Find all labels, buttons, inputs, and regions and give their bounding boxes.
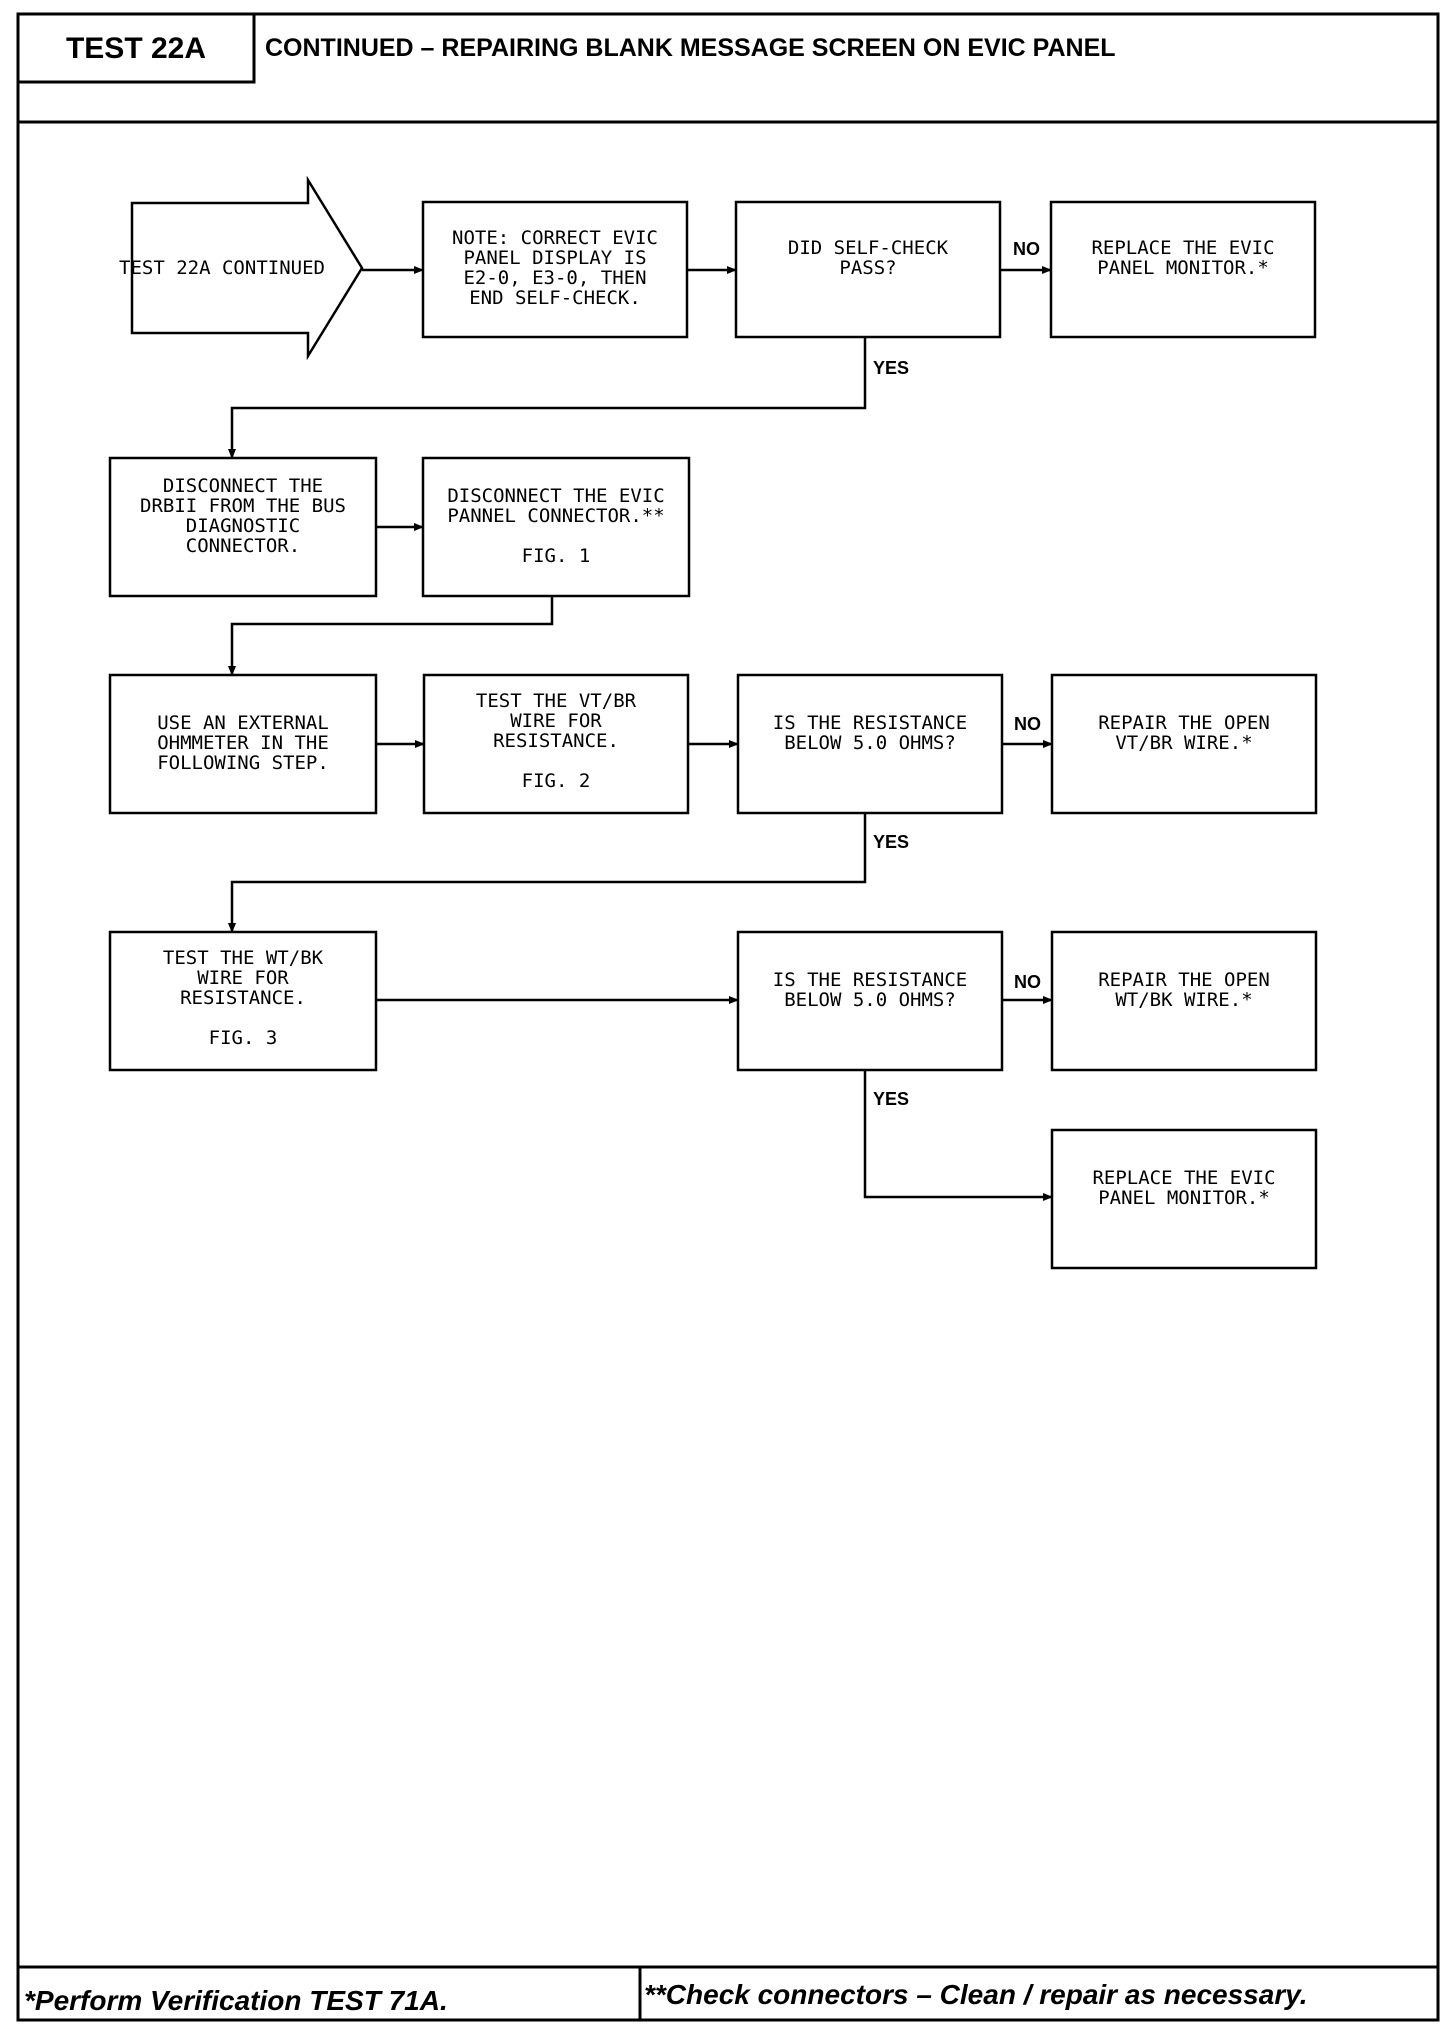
resistance-check-box-2 (736, 930, 1004, 1072)
disconnect-drb-text-line: CONNECTOR. (186, 535, 300, 557)
replace2-text-line: PANEL MONITOR.* (1098, 1187, 1270, 1209)
res-check2-text-line: IS THE RESISTANCE (773, 969, 967, 991)
footer-left-note: *Perform Verification TEST 71A. (24, 1985, 448, 2016)
selfcheck-text-line: PASS? (839, 257, 896, 279)
footer-right-note: **Check connectors – Clean / repair as n… (644, 1979, 1308, 2010)
test-wtbk-text-line: WIRE FOR (197, 967, 289, 989)
res-check1-text-line: IS THE RESISTANCE (773, 712, 967, 734)
connector-check1-yes (228, 813, 867, 933)
replace-monitor-box-2 (1050, 1128, 1318, 1270)
test-wtbk-text-line: FIG. 3 (209, 1027, 278, 1049)
test-wtbk-text-line: TEST THE WT/BK (163, 947, 324, 969)
test-vtbr-text-line: RESISTANCE. (493, 730, 619, 752)
repair-vtbr-box (1050, 673, 1318, 815)
repair-wtbk-text-line: REPAIR THE OPEN (1098, 969, 1270, 991)
test-vtbr-text-line: WIRE FOR (510, 710, 602, 732)
ohmmeter-text-line: FOLLOWING STEP. (157, 752, 329, 774)
res-check2-text-line: BELOW 5.0 OHMS? (784, 989, 956, 1011)
note-box (421, 200, 689, 339)
disconnect-evic-text-line: DISCONNECT THE EVIC (447, 485, 664, 507)
page-border (16, 12, 1440, 2022)
header-test-id: TEST 22A (66, 32, 206, 65)
connector-evic-to-ohmmeter (228, 596, 554, 676)
ohmmeter-text-line: USE AN EXTERNAL (157, 712, 329, 734)
replace-monitor-box-1 (1049, 200, 1317, 339)
test-vtbr-box (422, 673, 690, 815)
header-title: CONTINUED – REPAIRING BLANK MESSAGE SCRE… (265, 34, 1116, 62)
replace1-text-line: PANEL MONITOR.* (1097, 257, 1269, 279)
start-node: TEST 22A CONTINUED (119, 257, 325, 279)
test-wtbk-text-line: RESISTANCE. (180, 987, 306, 1009)
selfcheck-text-line: DID SELF-CHECK (788, 237, 949, 259)
ohmmeter-text-line: OHMMETER IN THE (157, 732, 329, 754)
connector-selfcheck-yes (228, 337, 867, 459)
repair-wtbk-box (1050, 930, 1318, 1072)
test-wtbk-box (108, 930, 378, 1072)
res-check1-text-line: BELOW 5.0 OHMS? (784, 732, 956, 754)
note-text-line: END SELF-CHECK. (469, 287, 641, 309)
header-test-box (16, 12, 256, 84)
disconnect-evic-box (421, 456, 691, 598)
note-text-line: E2-0, E3-0, THEN (463, 267, 646, 289)
connector-check2-yes (863, 1070, 1053, 1201)
label-no-3: NO (1014, 972, 1041, 992)
note-text-line: NOTE: CORRECT EVIC (452, 227, 658, 249)
test-vtbr-text-line: FIG. 2 (522, 770, 591, 792)
disconnect-evic-text-line: FIG. 1 (522, 545, 591, 567)
label-no-1: NO (1013, 239, 1040, 259)
note-text-line: PANEL DISPLAY IS (463, 247, 646, 269)
disconnect-drb-text-line: DRBII FROM THE BUS (140, 495, 346, 517)
selfcheck-box (734, 200, 1002, 339)
test-vtbr-text-line: TEST THE VT/BR (476, 690, 637, 712)
repair-vtbr-text-line: REPAIR THE OPEN (1098, 712, 1270, 734)
replace1-text-line: REPLACE THE EVIC (1091, 237, 1274, 259)
start-text-line: TEST 22A CONTINUED (119, 257, 325, 279)
repair-wtbk-text-line: WT/BK WIRE.* (1115, 989, 1252, 1011)
replace2-text-line: REPLACE THE EVIC (1092, 1167, 1275, 1189)
label-yes-3: YES (873, 1089, 909, 1109)
label-yes-2: YES (873, 832, 909, 852)
disconnect-drb-box (108, 456, 378, 598)
ohmmeter-box (108, 673, 378, 815)
disconnect-evic-text-line: PANNEL CONNECTOR.** (447, 505, 664, 527)
disconnect-drb-text-line: DISCONNECT THE (163, 475, 323, 497)
disconnect-drb-text-line: DIAGNOSTIC (186, 515, 300, 537)
label-yes-1: YES (873, 358, 909, 378)
repair-vtbr-text-line: VT/BR WIRE.* (1115, 732, 1252, 754)
start-arrow-shape (130, 175, 364, 361)
label-no-2: NO (1014, 714, 1041, 734)
resistance-check-box-1 (736, 673, 1004, 815)
